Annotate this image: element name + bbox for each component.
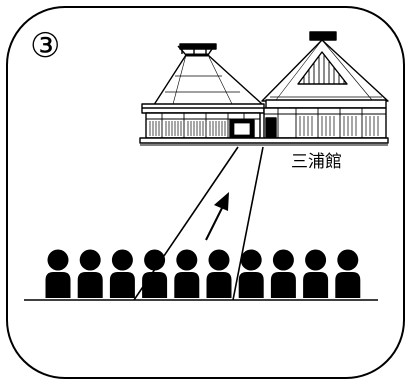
person-silhouette-icon (78, 250, 103, 299)
person-silhouette-icon (207, 250, 232, 299)
person-silhouette-icon (142, 250, 167, 299)
person-silhouette-icon (303, 250, 328, 299)
person-silhouette-icon (174, 250, 199, 299)
person-silhouette-icon (271, 250, 296, 299)
person-silhouette-icon (239, 250, 264, 299)
person-silhouette-icon (46, 250, 71, 299)
building-label: 三浦館 (291, 152, 342, 172)
step-number: ③ (30, 26, 60, 66)
person-silhouette-icon (335, 250, 360, 299)
person-silhouette-icon (110, 250, 135, 299)
